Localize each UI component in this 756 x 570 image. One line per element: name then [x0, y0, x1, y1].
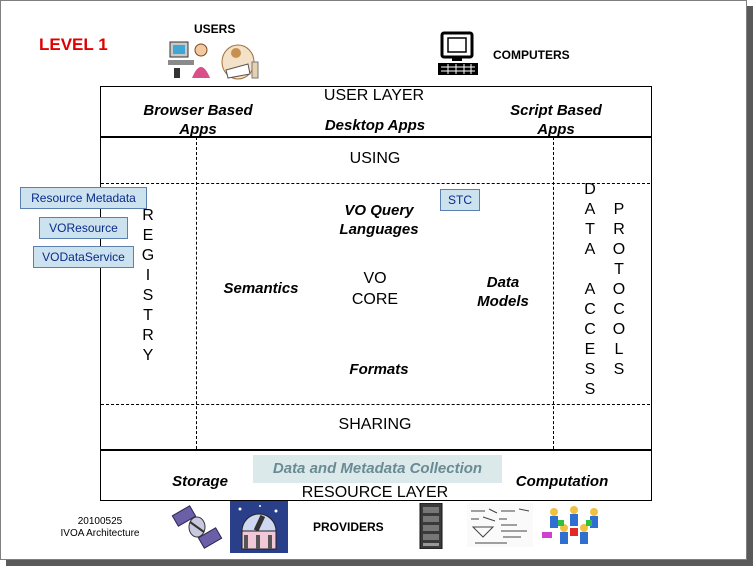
registry-letter: I [145, 267, 151, 284]
data-models-label: Data Models [477, 274, 529, 310]
registry-letter: R [142, 207, 154, 224]
using-label: USING [349, 150, 401, 167]
computers-label: COMPUTERS [493, 48, 570, 62]
user-layer-box [100, 86, 652, 138]
registry-divider [196, 137, 197, 449]
network-people-icon [542, 506, 598, 544]
observatory-icon [230, 501, 288, 553]
data-access-letter: A [584, 201, 596, 218]
browser-apps-label: Browser Based Apps [143, 102, 253, 138]
storage-label: Storage [172, 473, 228, 490]
protocols-letter: C [613, 301, 625, 318]
protocols-letter: O [612, 321, 626, 338]
voresource-tag: VOResource [39, 217, 128, 239]
footer-date: 20100525 [77, 516, 123, 527]
data-metadata-collection: Data and Metadata Collection [253, 455, 502, 483]
resource-metadata-tag: Resource Metadata [20, 187, 147, 209]
vodataservice-tag: VODataService [33, 246, 134, 268]
equations-icon [467, 503, 533, 547]
data-access-letter: A [584, 281, 596, 298]
resource-layer-title: RESOURCE LAYER [301, 484, 449, 501]
resource-layer-box [100, 449, 652, 501]
registry-letter: S [142, 287, 154, 304]
protocols-letter: P [613, 201, 625, 218]
data-access-letter: C [584, 301, 596, 318]
data-access-letter: S [584, 381, 596, 398]
protocols-letter: O [612, 281, 626, 298]
protocols-letter: R [613, 221, 625, 238]
protocols-letter: O [612, 241, 626, 258]
protocols-letter: L [614, 341, 624, 358]
core-box [100, 136, 652, 451]
data-access-letter: A [584, 241, 596, 258]
query-languages-label: VO Query Languages [339, 202, 419, 238]
registry-letter: E [142, 227, 154, 244]
using-divider [101, 183, 650, 184]
registry-letter: G [141, 247, 155, 264]
computation-label: Computation [515, 473, 609, 490]
data-access-letter: T [585, 221, 595, 238]
user-reading-icon [221, 44, 259, 80]
script-apps-label: Script Based Apps [510, 102, 602, 138]
vo-core-label: VO CORE [351, 270, 399, 308]
data-access-letter: C [584, 321, 596, 338]
satellite-icon [171, 505, 223, 549]
registry-letter: T [143, 307, 153, 324]
desktop-apps-label: Desktop Apps [324, 117, 426, 134]
stc-tag: STC [440, 189, 480, 211]
data-access-letter: E [584, 341, 596, 358]
data-access-letter: D [584, 181, 596, 198]
data-access-letter [580, 260, 600, 280]
user-layer-title: USER LAYER [323, 87, 425, 104]
users-label: USERS [194, 22, 236, 36]
sharing-divider [101, 404, 650, 405]
footer-subtitle: IVOA Architecture [60, 528, 140, 539]
computer-icon [438, 31, 478, 75]
sharing-label: SHARING [338, 416, 412, 433]
formats-label: Formats [349, 361, 409, 378]
server-icon [419, 503, 443, 549]
protocols-divider [553, 137, 554, 449]
semantics-label: Semantics [223, 280, 299, 297]
data-access-letter: S [584, 361, 596, 378]
footer-info: 20100525 IVOA Architecture [52, 516, 148, 540]
user-at-computer-icon [168, 41, 210, 78]
registry-letter: R [142, 327, 154, 344]
protocols-letter: T [614, 261, 624, 278]
registry-letter: Y [142, 347, 154, 364]
protocols-letter: S [613, 361, 625, 378]
level-title: LEVEL 1 [39, 35, 108, 54]
providers-label: PROVIDERS [313, 520, 384, 534]
